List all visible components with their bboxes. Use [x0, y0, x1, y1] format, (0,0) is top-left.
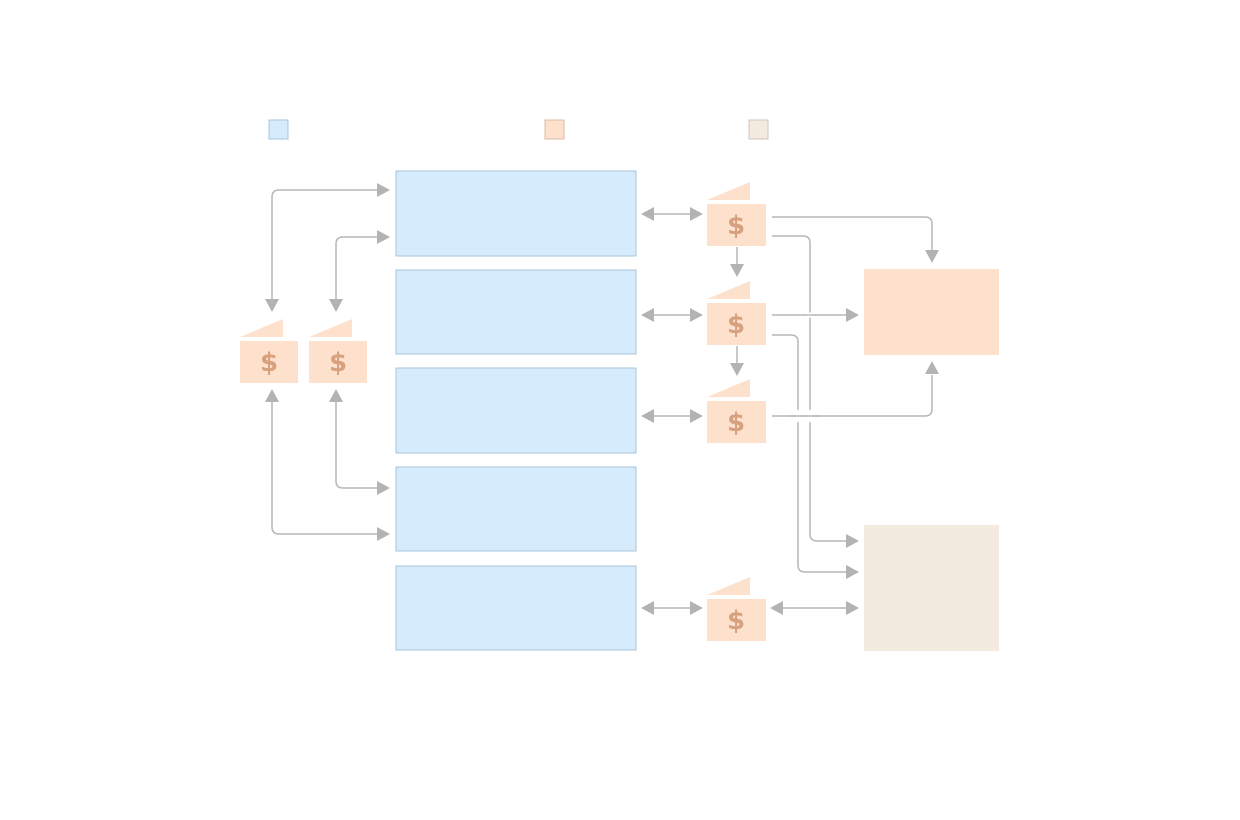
- arrowhead-right: [846, 534, 859, 548]
- wallet-flap: [707, 182, 750, 200]
- arrowhead-right: [377, 230, 390, 244]
- arrowhead-up: [265, 389, 279, 402]
- arrowhead-down: [730, 264, 744, 277]
- connectors: [271, 189, 933, 609]
- arrowhead-up: [329, 389, 343, 402]
- connector-lw2-block1: [335, 236, 380, 302]
- wallet-body: [707, 303, 766, 345]
- arrowhead-right: [690, 601, 703, 615]
- wallet-flap: [240, 319, 283, 337]
- wallet-flap: [309, 319, 352, 337]
- wallet-flap: [707, 281, 750, 299]
- arrowhead-right: [377, 527, 390, 541]
- wallet-body: [707, 204, 766, 246]
- arrowhead-down: [925, 250, 939, 263]
- blocks: [395, 170, 637, 651]
- arrowhead-right: [846, 565, 859, 579]
- dollar-icon: $: [727, 310, 745, 340]
- arrowhead-left: [641, 308, 654, 322]
- connector-mw3-target-top: [772, 375, 933, 417]
- arrowhead-down: [265, 299, 279, 312]
- dollar-icon: $: [727, 408, 745, 438]
- legend: [268, 119, 769, 140]
- arrowheads: [265, 183, 939, 615]
- arrowhead-right: [377, 481, 390, 495]
- wallet-body: [240, 341, 298, 383]
- block-4[interactable]: [395, 466, 637, 552]
- block-2[interactable]: [395, 269, 637, 355]
- target-bottom[interactable]: [864, 525, 999, 651]
- block-3[interactable]: [395, 367, 637, 454]
- arrowhead-up: [925, 361, 939, 374]
- dollar-icon: $: [260, 348, 278, 378]
- block-5[interactable]: [395, 565, 637, 651]
- connector-lw2-block4: [335, 400, 380, 489]
- legend-swatch-external: [748, 119, 769, 140]
- arrowhead-left: [641, 601, 654, 615]
- connector-lw1-block5: [271, 400, 380, 535]
- arrowhead-down: [730, 363, 744, 376]
- connector-mw2-target-bottom: [772, 334, 848, 573]
- wallet-body: [309, 341, 367, 383]
- arrowhead-right: [690, 308, 703, 322]
- arrowhead-left: [641, 207, 654, 221]
- arrowhead-left: [770, 601, 783, 615]
- dollar-icon: $: [727, 606, 745, 636]
- wallet-mid-2[interactable]: $: [707, 281, 766, 345]
- wallet-left-2[interactable]: $: [309, 319, 367, 383]
- wallet-body: [707, 401, 766, 443]
- target-top[interactable]: [864, 269, 999, 355]
- wallet-flap: [707, 577, 750, 595]
- wallet-mid-1[interactable]: $: [707, 182, 766, 246]
- arrowhead-right: [846, 308, 859, 322]
- arrowhead-right: [690, 207, 703, 221]
- wallet-mid-3[interactable]: $: [707, 379, 766, 443]
- block-1[interactable]: [395, 170, 637, 257]
- arrowhead-right: [690, 409, 703, 423]
- wallet-mid-5[interactable]: $: [707, 577, 766, 641]
- arrowhead-right: [377, 183, 390, 197]
- connector-mw1-target-bottom: [772, 235, 848, 542]
- legend-swatch-wallet: [544, 119, 565, 140]
- dollar-icon: $: [329, 348, 347, 378]
- arrowhead-right: [846, 601, 859, 615]
- connector-lw1-block1: [271, 189, 380, 302]
- connector-mw1-target-top: [772, 216, 933, 252]
- wallet-body: [707, 599, 766, 641]
- wallet-left-1[interactable]: $: [240, 319, 298, 383]
- arrowhead-left: [641, 409, 654, 423]
- dollar-icon: $: [727, 211, 745, 241]
- legend-swatch-system: [268, 119, 289, 140]
- arrowhead-down: [329, 299, 343, 312]
- wallet-flap: [707, 379, 750, 397]
